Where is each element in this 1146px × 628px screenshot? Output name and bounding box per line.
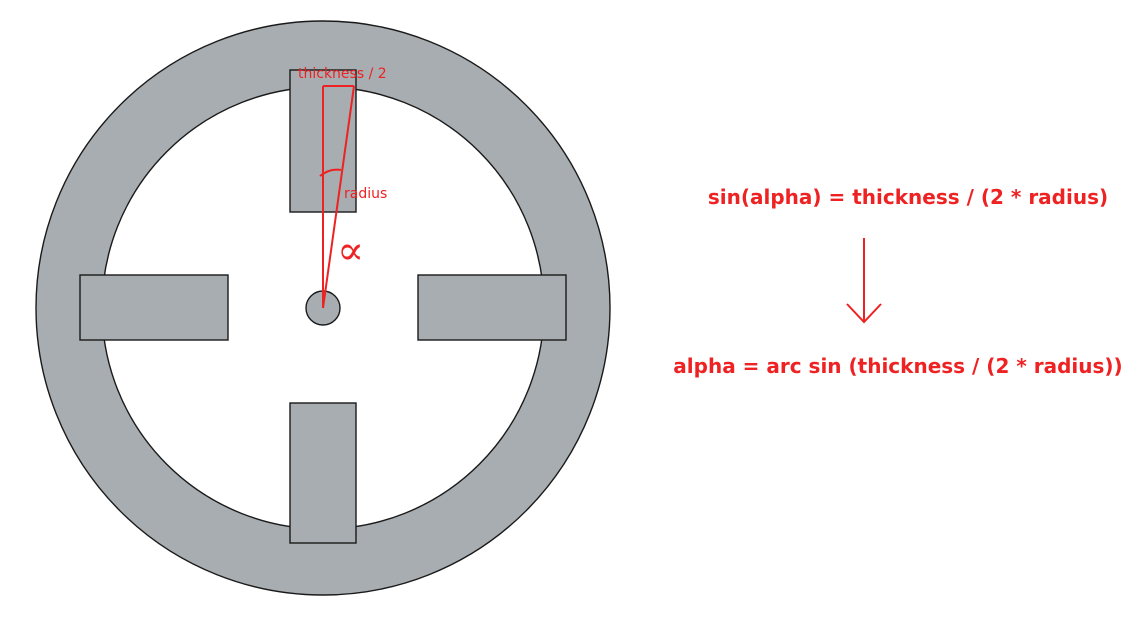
angle-arc [319,168,342,177]
spoke-right-join [524,276,564,339]
alpha-symbol: ∝ [337,228,364,274]
sine-formula: sin(alpha) = thickness / (2 * radius) [708,185,1108,209]
radius-label: radius [344,186,387,202]
radius-line [322,85,355,309]
spoke-left-join [82,276,122,339]
thickness-half-label: thickness / 2 [298,66,387,82]
down-arrow-icon [846,238,882,324]
spoke-bottom-join [291,510,355,542]
arcsine-formula: alpha = arc sin (thickness / (2 * radius… [673,354,1122,378]
angle-construction [319,85,355,309]
